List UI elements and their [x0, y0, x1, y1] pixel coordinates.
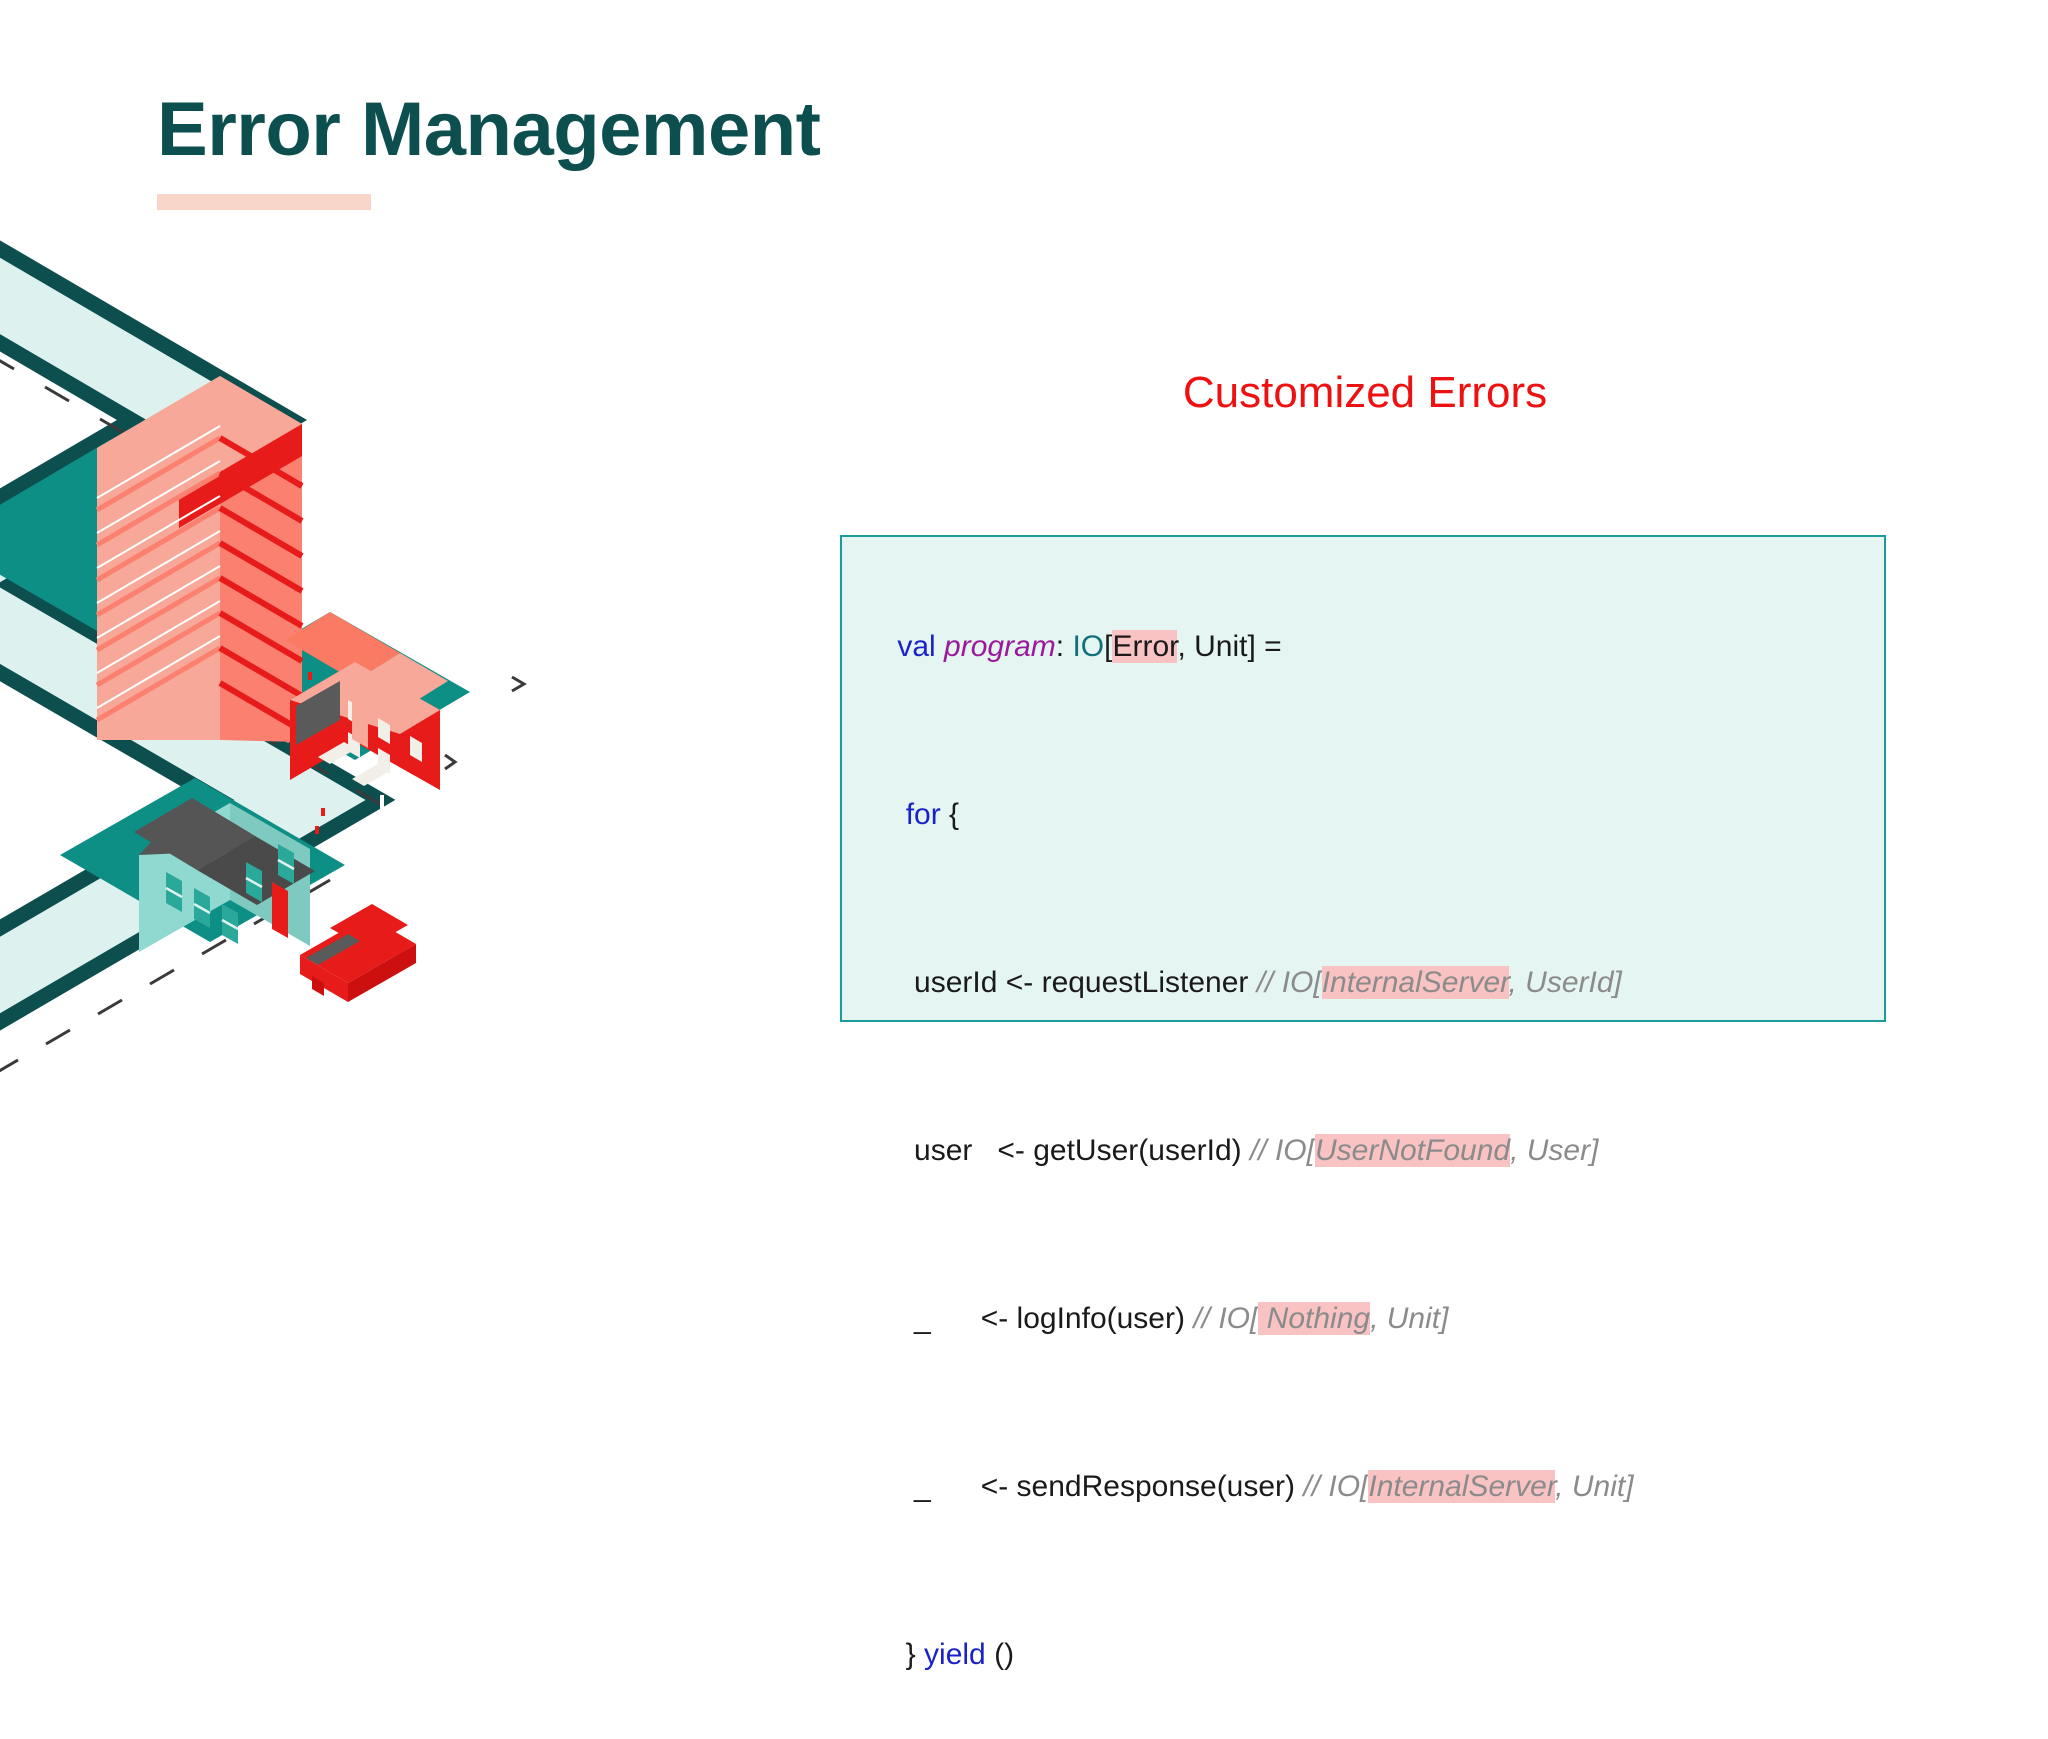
comment-prefix-3: // IO[ — [1256, 966, 1322, 999]
mint-house-roof-ridge — [139, 798, 255, 855]
car-wheel-rear — [392, 951, 404, 971]
lane-markings — [0, 359, 381, 1073]
mint-house-wall-left — [139, 803, 230, 952]
tower-roof-shade — [179, 424, 302, 528]
code-line-1: val program: IO[Error, Unit] = — [842, 563, 1884, 731]
car-wheel-front — [312, 976, 324, 996]
red-house — [285, 612, 448, 790]
tower-face-right — [220, 376, 302, 742]
comment-highlight-4: UserNotFound — [1314, 1134, 1511, 1167]
tower-floor-lines-right — [218, 435, 304, 734]
mint-house-door — [272, 882, 288, 938]
code-line-2: for { — [842, 731, 1884, 899]
comment-5: // IO[ Nothing, Unit] — [1193, 1302, 1448, 1335]
title-block: Error Management — [157, 90, 821, 210]
red-house-windows — [348, 700, 422, 774]
car-cabin — [330, 904, 408, 949]
comment-prefix-4: // IO[ — [1249, 1134, 1315, 1167]
code-stmt-4: user <- getUser(userId) — [897, 1134, 1250, 1167]
lot-mint-house — [60, 778, 345, 942]
comment-highlight-6: InternalServer — [1368, 1470, 1556, 1503]
code-block: val program: IO[Error, Unit] = for { use… — [840, 535, 1886, 1671]
road-surface — [0, 257, 366, 1014]
tower-roof — [97, 376, 302, 496]
code-line-4: user <- getUser(userId) // IO[UserNotFou… — [842, 1067, 1884, 1235]
red-house-door — [352, 694, 368, 748]
code-line-5: _ <- logInfo(user) // IO[ Nothing, Unit] — [842, 1235, 1884, 1403]
red-house-roof-c — [290, 662, 440, 734]
mint-house-roof-right — [197, 836, 315, 905]
code-line-7: } yield () — [842, 1571, 1884, 1739]
car-body-side — [300, 955, 348, 1002]
car-windshield — [306, 934, 360, 965]
road-edge-dark — [0, 240, 396, 1031]
mint-house-window-frames — [165, 858, 295, 931]
lot-group — [0, 440, 470, 942]
road-misc-markings — [213, 672, 527, 890]
comment-suffix-5: , Unit] — [1370, 1302, 1449, 1335]
code-stmt-6: _ <- sendResponse(user) — [897, 1470, 1304, 1503]
apartment-tower — [95, 376, 336, 743]
token-brace-open: { — [940, 798, 960, 831]
code-stmt-5: _ <- logInfo(user) — [897, 1302, 1194, 1335]
red-house-roof-a — [285, 612, 400, 681]
mint-house — [134, 798, 315, 952]
token-yield: yield — [924, 1638, 986, 1671]
tower-driveway — [213, 672, 336, 743]
lot-tower — [0, 440, 300, 650]
token-unit-tail: , Unit] = — [1177, 630, 1282, 663]
token-val: val — [897, 630, 936, 663]
mint-house-roof-left — [134, 798, 255, 870]
mint-house-wall-right — [230, 803, 310, 946]
token-colon: : — [1055, 630, 1073, 663]
red-house-roof-b — [355, 653, 448, 709]
car-body — [300, 916, 416, 983]
token-indent-2 — [897, 798, 905, 831]
code-line-3: userId <- requestListener // IO[Internal… — [842, 899, 1884, 1067]
code-line-6: _ <- sendResponse(user) // IO[InternalSe… — [842, 1403, 1884, 1571]
red-house-garage — [296, 681, 340, 745]
page-title: Error Management — [157, 87, 821, 172]
section-heading: Customized Errors — [1182, 368, 1548, 417]
comment-suffix-3: , UserId] — [1508, 966, 1622, 999]
comment-6: // IO[InternalServer, Unit] — [1303, 1470, 1634, 1503]
title-underline-accent — [157, 193, 371, 210]
lot-red-house — [215, 612, 470, 760]
red-house-wall-right — [355, 662, 440, 790]
comment-prefix-5: // IO[ — [1193, 1302, 1259, 1335]
comment-highlight-3: InternalServer — [1321, 966, 1509, 999]
red-house-wall-left — [290, 662, 355, 780]
token-io: IO — [1072, 630, 1105, 663]
car-body-side-2 — [348, 944, 416, 1002]
comment-prefix-6: // IO[ — [1303, 1470, 1369, 1503]
comment-suffix-6: , Unit] — [1555, 1470, 1634, 1503]
comment-suffix-4: , User] — [1510, 1134, 1599, 1167]
token-error-highlight: Error — [1112, 630, 1178, 663]
token-unit-parens: () — [985, 1638, 1015, 1671]
token-bracket-open: [ — [1104, 630, 1113, 663]
mint-house-windows — [166, 844, 294, 944]
code-stmt-3: userId <- requestListener — [897, 966, 1257, 999]
token-for: for — [905, 798, 941, 831]
token-program: program — [944, 630, 1056, 663]
tower-face-left — [97, 376, 220, 740]
token-space-1 — [936, 630, 944, 663]
tower-floor-lines-left — [95, 435, 222, 723]
red-car — [300, 904, 416, 1002]
comment-3: // IO[InternalServer, UserId] — [1257, 966, 1622, 999]
red-house-steps — [318, 742, 390, 786]
comment-highlight-5: Nothing — [1258, 1302, 1371, 1335]
comment-4: // IO[UserNotFound, User] — [1250, 1134, 1598, 1167]
tower-window-lines-left — [96, 425, 221, 709]
token-brace-close: } — [897, 1638, 925, 1671]
road-group — [0, 240, 396, 1031]
